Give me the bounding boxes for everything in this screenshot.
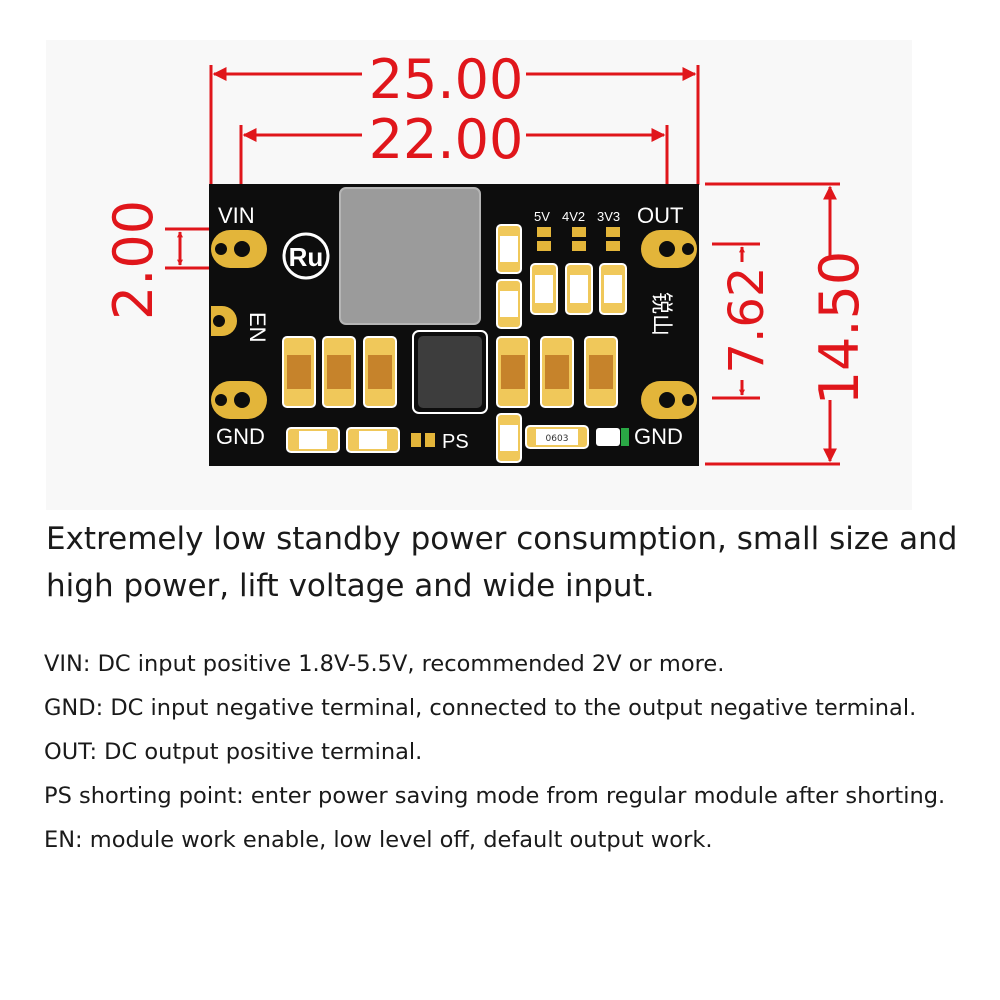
dim-overall-height-text: 14.50 [808,251,871,406]
label-vertical-mark: 锐山 [649,292,674,336]
dimension-pad-size: 2.00 [102,200,212,320]
pad-gnd-right [641,381,697,419]
dimension-overall-height: 14.50 [705,182,871,466]
dim-hole-spacing-text: 22.00 [369,108,524,171]
capacitor-left-3 [363,336,397,408]
resistor-0603: 0603 [525,425,589,449]
label-4v2: 4V2 [562,209,585,224]
resistor-vertical-2 [496,279,522,329]
capacitor-right-2 [540,336,574,408]
dim-pin-pitch-text: 7.62 [719,267,775,374]
capacitor-right-1 [496,336,530,408]
resistor-bottom-1 [286,427,340,453]
dimension-hole-spacing: 22.00 [239,108,669,185]
dim-overall-width-text: 25.00 [369,48,524,111]
label-en: EN [245,312,270,343]
ru-logo: Ru [282,232,330,280]
label-gnd-right: GND [634,424,683,449]
voltage-select-pads [537,227,620,251]
feedback-resistor-3 [599,263,627,315]
status-led [596,428,629,446]
pad-en [211,306,237,336]
headline: Extremely low standby power consumption,… [46,521,958,604]
resistor-vertical-1 [496,224,522,274]
pin-description-ps: PS shorting point: enter power saving mo… [44,783,946,809]
resistor-vertical-3 [496,413,522,463]
resistor-0603-text: 0603 [546,434,569,444]
pin-description-out: OUT: DC output positive terminal. [44,739,423,765]
label-out: OUT [637,203,683,228]
dimension-pin-pitch: 7.62 [712,242,775,400]
pin-description-en: EN: module work enable, low level off, d… [44,827,713,853]
pin-description-gnd: GND: DC input negative terminal, connect… [44,695,917,721]
label-3v3: 3V3 [597,209,620,224]
label-5v: 5V [534,209,550,224]
pin-description-vin: VIN: DC input positive 1.8V-5.5V, recomm… [44,651,725,677]
inductor [339,187,481,325]
capacitor-left-1 [282,336,316,408]
pin-description-list: VIN: DC input positive 1.8V-5.5V, recomm… [44,642,964,862]
logo-text: Ru [289,242,324,272]
feedback-resistor-2 [565,263,593,315]
capacitor-left-2 [322,336,356,408]
resistor-bottom-2 [346,427,400,453]
pad-vin [211,230,267,268]
pad-out [641,230,697,268]
label-ps: PS [442,431,469,453]
pad-gnd-left [211,381,267,419]
dimension-overall-width: 25.00 [209,48,700,185]
module-dimension-diagram: 25.00 22.00 14.50 7.62 2.00 [102,48,871,466]
ps-shorting-pads [411,433,435,447]
dim-pad-size-text: 2.00 [102,200,165,320]
pcb-board: Ru [209,184,699,466]
feedback-resistor-1 [530,263,558,315]
label-vin: VIN [218,203,255,228]
ic-chip [412,330,488,414]
label-gnd-left: GND [216,424,265,449]
capacitor-right-3 [584,336,618,408]
